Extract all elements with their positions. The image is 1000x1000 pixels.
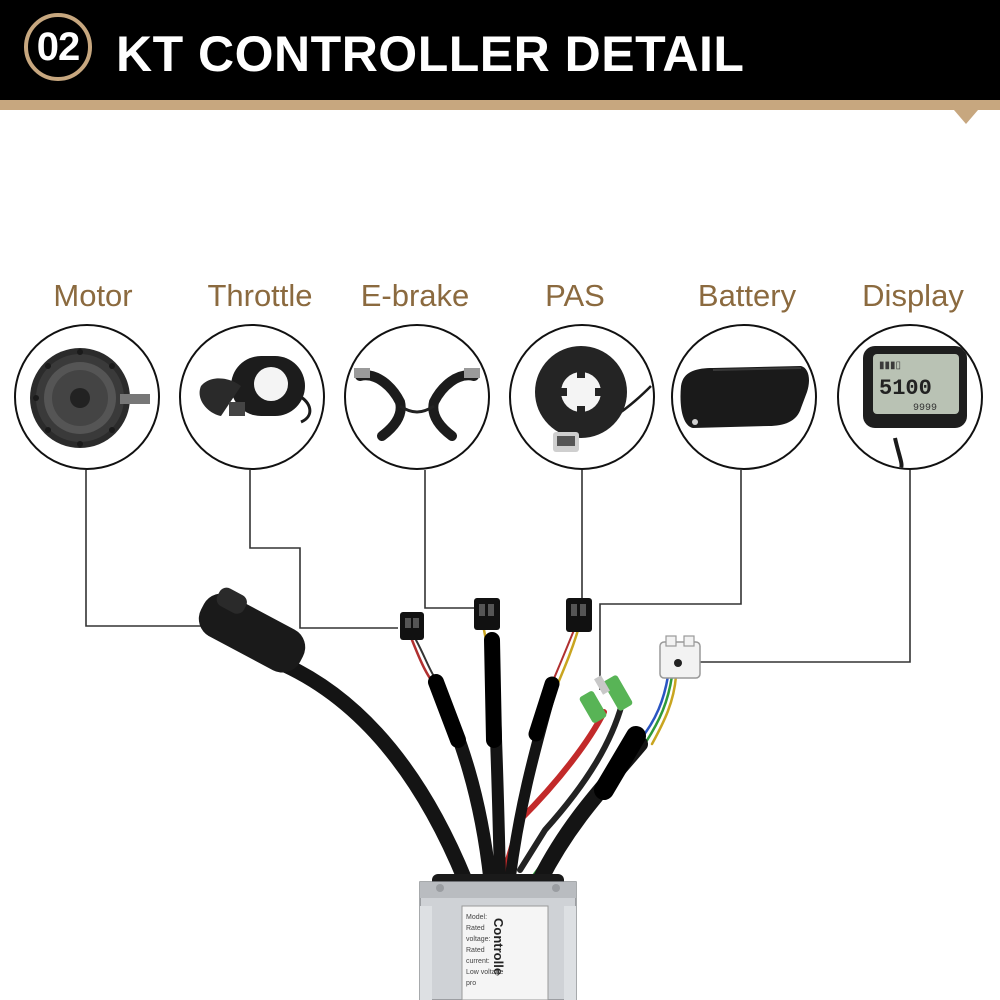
small-connectors [400,598,592,640]
display-trip-readout: 9999 [913,403,937,414]
spec-line: Model: [466,914,488,921]
display-plug [659,635,701,679]
throttle-circle [179,324,325,470]
label-ebrake: E-brake [360,278,470,313]
battery-terminals [579,675,633,723]
label-pas: PAS [545,278,605,313]
display-speed-readout: 5100 [879,376,932,401]
pas-connector-line [574,470,583,603]
heat-shrink [428,632,646,800]
motor-plug [198,587,306,673]
page-title: KT CONTROLLER DETAIL [116,26,745,82]
battery-connector-line [599,470,742,690]
connector-lines [85,470,911,690]
header-accent-stripe [0,100,1000,110]
section-number-badge: 02 [24,13,92,81]
brake-levers-icon [354,368,480,441]
svg-text:▮▮▮▯: ▮▮▮▯ [879,360,901,371]
controller-specs: Model: Rated voltage: Rated current: Low… [466,912,504,989]
pas-circle [509,324,655,470]
motor-circle [14,324,160,470]
spec-line: Low voltage pro [466,969,504,987]
lcd-display-icon: ▮▮▮▯ 5100 9999 [863,346,967,468]
label-throttle: Throttle [207,278,313,313]
battery-circle [671,324,817,470]
pas-sensor-icon [535,346,652,452]
label-motor: Motor [53,278,133,313]
throttle-connector-line [249,470,398,629]
spec-line: Rated voltage: [466,925,491,943]
label-battery: Battery [697,278,797,313]
display-connector-line [696,470,911,663]
battery-pack-icon [680,366,809,428]
thumb-throttle-icon [199,356,312,424]
ebrake-connector-line [424,470,476,609]
header-bar: 02 KT CONTROLLER DETAIL [0,0,1000,100]
display-circle: ▮▮▮▯ 5100 9999 [837,324,983,470]
controller-box [419,874,577,1000]
cable-harness [277,644,648,888]
header-notch [954,110,978,124]
ebrake-circle [344,324,490,470]
hub-motor-icon [30,348,150,448]
motor-connector-line [85,470,208,627]
spec-line: Rated current: [466,947,490,965]
label-display: Display [862,278,964,313]
